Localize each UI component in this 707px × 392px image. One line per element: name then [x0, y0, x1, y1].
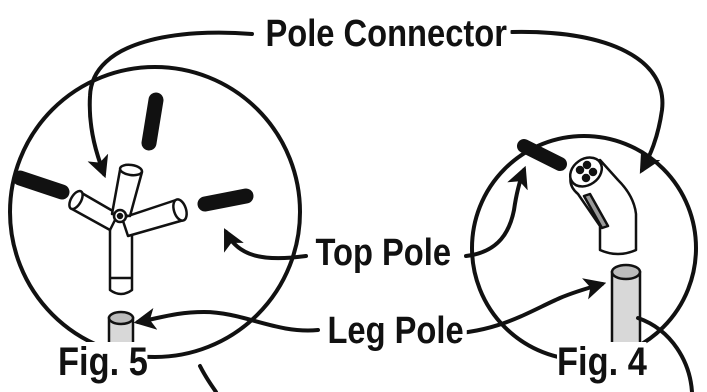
callout-arrows [87, 29, 694, 392]
arrow-toppole-fig4 [464, 165, 528, 258]
arrow-toppole-fig5 [224, 228, 308, 261]
top-pole-stub-top [141, 92, 164, 151]
pole-connector-label: Pole Connector [262, 15, 511, 53]
leader-fig5-bottom [198, 364, 218, 392]
leg-pole-label: Leg Pole [324, 312, 468, 350]
top-pole-label: Top Pole [312, 234, 455, 272]
fig4-detail-circle [470, 134, 698, 362]
three-way-connector [68, 163, 188, 296]
fig4-caption: Fig. 4 [557, 340, 647, 384]
arrow-connector-fig4 [510, 29, 665, 174]
leader-fig4-bottom [636, 316, 694, 392]
top-pole-stub-fig4 [517, 139, 567, 171]
end-connector [568, 156, 638, 256]
arrow-connector-fig5 [87, 30, 254, 179]
fig5-detail-circle [8, 65, 302, 360]
arrow-legpole-fig5 [133, 308, 320, 333]
top-pole-stub-right [197, 188, 254, 212]
arrow-legpole-fig4 [438, 278, 607, 336]
top-pole-stub-left [12, 170, 70, 200]
fig5-caption: Fig. 5 [58, 340, 148, 384]
